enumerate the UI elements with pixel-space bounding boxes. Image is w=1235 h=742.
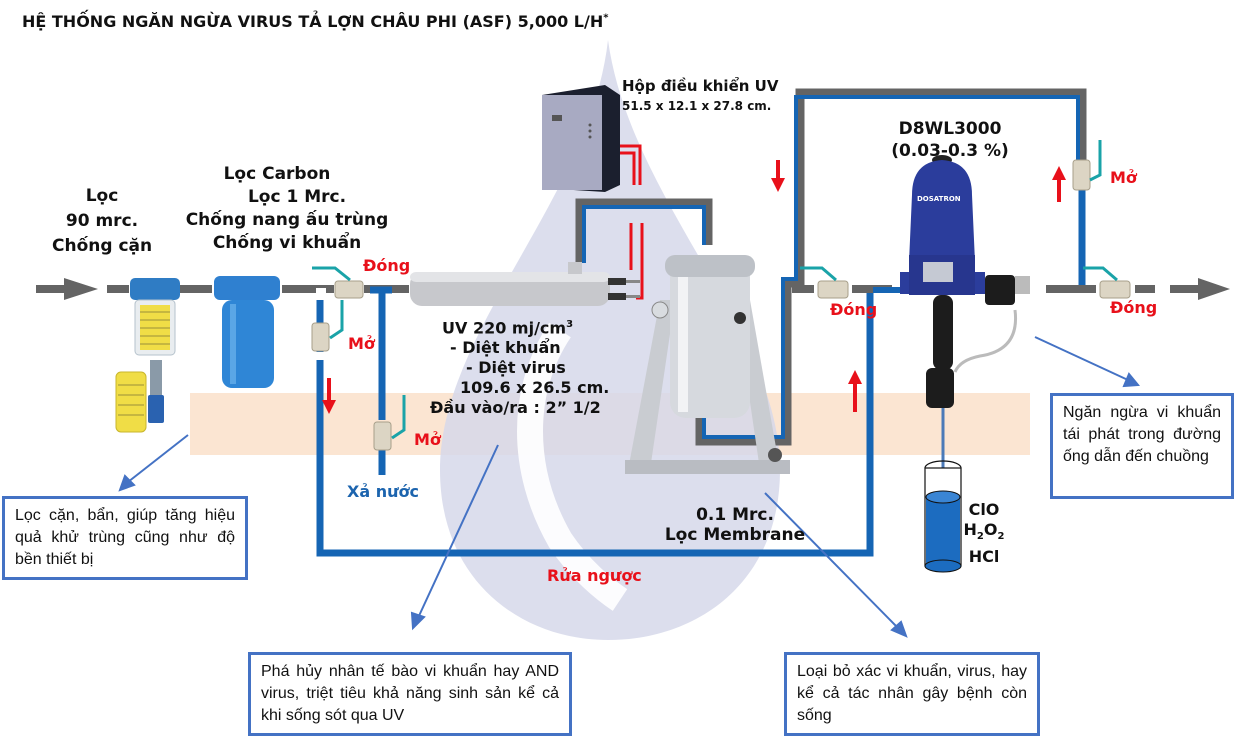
label-line: Lọc Membrane: [664, 525, 806, 545]
valve-uv-inlet-icon[interactable]: [312, 266, 364, 299]
label-line: UV 220 mj/cm3: [430, 315, 609, 338]
doser-bypass-pipe-inner: [702, 95, 1080, 439]
doser-brand: DOSATRON: [917, 195, 961, 203]
uv-sterilizer-label: UV 220 mj/cm3 - Diệt khuẩn - Diệt virus …: [430, 315, 609, 418]
dosatron-doser-image: [900, 155, 1030, 480]
label-line: Lọc: [85, 186, 119, 206]
chem-part: 2: [976, 531, 984, 543]
outlet-pipe-2: [1135, 285, 1155, 293]
valve-drain-state: Mở: [414, 430, 441, 449]
flow-up-arrow-icon: [848, 370, 862, 412]
sediment-filter-label: Lọc 90 mrc. Chống cặn: [52, 184, 152, 259]
diagram-title: HỆ THỐNG NGĂN NGỪA VIRUS TẢ LỢN CHÂU PHI…: [22, 12, 608, 31]
doser-bypass-pipe-outer: [695, 88, 1087, 446]
title-text: HỆ THỐNG NGĂN NGỪA VIRUS TẢ LỢN CHÂU PHI…: [22, 12, 604, 31]
sediment-filter-image: [115, 278, 180, 433]
chem-part: 2: [997, 531, 1005, 543]
chemical-container-icon: [924, 460, 962, 573]
label-line: Chống vi khuẩn: [212, 233, 362, 253]
callout-sediment: Lọc cặn, bẩn, giúp tăng hiệu quả khử trù…: [2, 496, 248, 580]
uv-sterilizer-image: [410, 262, 640, 306]
label-line: Chống nang ấu trùng: [185, 210, 389, 230]
valve-drain-icon[interactable]: [373, 395, 406, 451]
callout-doser: Ngăn ngừa vi khuẩn tái phát trong đường …: [1050, 393, 1234, 499]
chemicals-label: ClO H2O2 HCl: [962, 500, 1006, 567]
valve-bypass-drain-icon[interactable]: [311, 300, 344, 352]
label-line: Chống cặn: [52, 236, 153, 256]
uv-dose-text: UV 220 mj/cm: [442, 318, 567, 338]
outlet-arrow-icon: [1170, 278, 1230, 300]
label-line: 90 mrc.: [65, 211, 139, 231]
callout-uv: Phá hủy nhân tế bào vi khuẩn hay AND vir…: [248, 652, 572, 736]
valve-bypass-drain-state: Mở: [348, 334, 375, 353]
label-line: - Diệt virus: [466, 358, 566, 378]
flow-down-arrow-icon: [771, 160, 785, 192]
doser-inlet-pipe: [792, 285, 814, 293]
carbon-filter-image: [214, 276, 280, 388]
flow-up-arrow-icon: [1052, 166, 1066, 202]
valve-doser-bypass-icon[interactable]: [1072, 140, 1102, 191]
backwash-label: Rửa ngược: [547, 566, 642, 585]
label-line: 51.5 x 12.1 x 27.8 cm.: [622, 99, 772, 113]
doser-inlet-pipe-2: [852, 285, 892, 293]
label-line: Hộp điều khiển UV: [622, 77, 779, 95]
valve-outlet-state: Đóng: [1110, 298, 1158, 317]
inlet-arrow-icon: [36, 278, 98, 300]
callout-membrane: Loại bỏ xác vi khuẩn, virus, hay kể cả t…: [784, 652, 1040, 736]
uv-dose-sup: 3: [566, 319, 574, 330]
label-line: Đầu vào/ra : 2” 1/2: [430, 398, 601, 418]
title-asterisk: *: [603, 12, 609, 24]
label-line: D8WL3000: [898, 119, 1002, 139]
flow-down-arrow-icon: [322, 378, 336, 414]
drain-label: Xả nước: [347, 482, 419, 501]
membrane-filter-image: [625, 255, 790, 474]
chemical-h2o2: H2O2: [962, 520, 1006, 547]
chem-part: H: [963, 520, 977, 539]
uv-controller-label: Hộp điều khiển UV 51.5 x 12.1 x 27.8 cm.: [622, 75, 778, 115]
uv-outlet-pipe-outer: [575, 198, 713, 263]
label-line: 0.1 Mrc.: [696, 505, 774, 525]
outlet-pipe: [1046, 285, 1096, 293]
doser-label: D8WL3000 (0.03-0.3 %): [870, 118, 1030, 162]
label-line: Lọc Carbon: [223, 164, 331, 184]
valve-doser-inlet-state: Đóng: [830, 300, 878, 319]
chemical-clo: ClO: [968, 500, 1000, 519]
chem-part: O: [983, 520, 998, 539]
water-drop-highlight: [517, 322, 628, 611]
valve-outlet-icon[interactable]: [1083, 266, 1131, 299]
valve-doser-inlet-icon[interactable]: [800, 266, 849, 299]
label-line: Lọc 1 Mrc.: [247, 187, 347, 207]
membrane-filter-label: 0.1 Mrc. Lọc Membrane: [660, 505, 810, 545]
label-line: - Diệt khuẩn: [450, 338, 561, 358]
callout-leaders: [118, 336, 1140, 638]
valve-uv-inlet-state: Đóng: [363, 256, 411, 275]
uv-controller-image: [542, 85, 620, 192]
chemical-hcl: HCl: [968, 547, 1000, 567]
label-line: (0.03-0.3 %): [891, 141, 1009, 161]
label-line: 109.6 x 26.5 cm.: [460, 378, 610, 398]
valve-doser-bypass-state: Mở: [1110, 168, 1137, 187]
uv-outlet-pipe-inner: [582, 205, 706, 263]
carbon-filter-label: Lọc Carbon Lọc 1 Mrc. Chống nang ấu trùn…: [172, 163, 402, 255]
